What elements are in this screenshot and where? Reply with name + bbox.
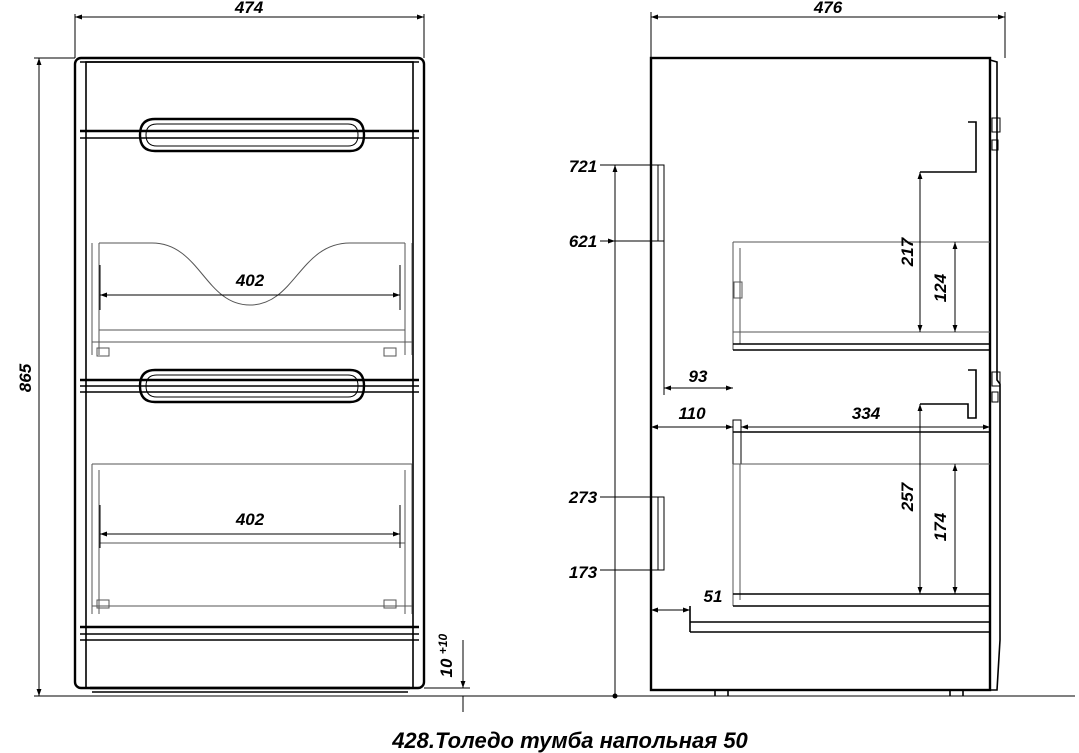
side-depth-label: 476 [813, 0, 843, 17]
upper-drawer-interior [91, 242, 413, 357]
upper-rail-top-label: 721 [569, 157, 597, 176]
lower-drawer-handle [138, 368, 366, 404]
upper-drawer-side [732, 121, 990, 351]
front-width-label: 474 [234, 0, 264, 17]
cabinet-outer-frame [73, 56, 426, 690]
upper-drawer-inner-height-label: 124 [931, 273, 950, 302]
drawer-depth-label: 334 [852, 404, 881, 423]
side-carcass [649, 56, 992, 692]
leg-gap-tolerance: +10 [436, 633, 450, 654]
lower-rail [657, 496, 665, 571]
front-height-label: 865 [16, 363, 35, 392]
lower-drawer-height-label: 257 [898, 481, 917, 512]
side-view: 476 [568, 0, 1006, 699]
upper-drawer-handle [138, 117, 366, 153]
lower-drawer-width-label: 402 [235, 510, 265, 529]
lower-drawer-interior [91, 463, 413, 614]
upper-rail-bottom-label: 621 [569, 232, 597, 251]
lower-drawer-inner-height-label: 174 [931, 512, 950, 541]
upper-rail [657, 164, 665, 242]
upper-drawer-width-label: 402 [235, 271, 265, 290]
bottom-offset-label: 51 [704, 587, 723, 606]
lower-drawer-side [689, 369, 990, 633]
front-view: 474 865 402 [16, 0, 1075, 712]
upper-drawer-height-label: 217 [898, 236, 917, 267]
drawing-caption: 428.Толедо тумба напольная 50 [391, 728, 748, 753]
lower-rail-bottom-label: 173 [569, 563, 598, 582]
rail-offset-label: 93 [689, 367, 708, 386]
leg-gap-label: 10 [437, 658, 456, 677]
lower-rail-top-label: 273 [568, 488, 598, 507]
drawer-front-offset-label: 110 [678, 404, 706, 423]
